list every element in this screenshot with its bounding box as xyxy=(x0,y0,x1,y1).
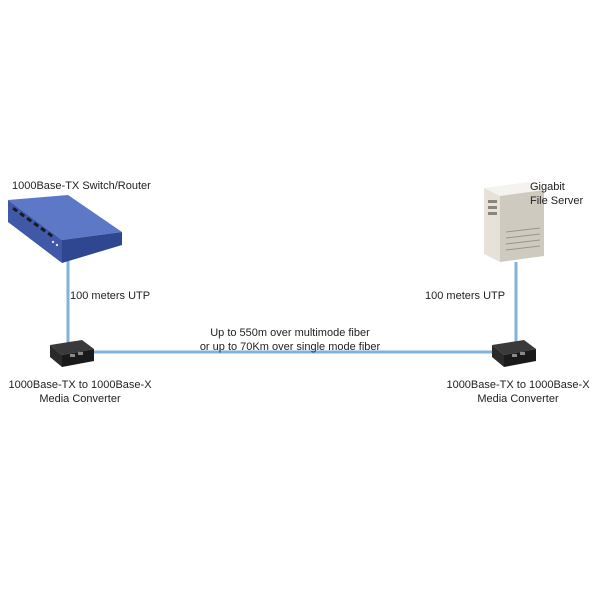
media-converter-icon-right xyxy=(492,340,536,367)
media-converter-icon-left xyxy=(50,340,94,367)
server-label-line1: Gigabit xyxy=(530,181,565,193)
right-converter-label-line2: Media Converter xyxy=(477,393,559,405)
fiber-label-line2: or up to 70Km over single mode fiber xyxy=(199,341,381,353)
left-utp-label: 100 meters UTP xyxy=(70,290,151,302)
left-converter-label-line2: Media Converter xyxy=(39,393,121,405)
right-converter-label-line1: 1000Base-TX to 1000Base-X xyxy=(446,379,590,391)
file-server-icon xyxy=(484,182,544,262)
switch-label: 1000Base-TX Switch/Router xyxy=(12,180,151,192)
switch-router-icon xyxy=(8,195,122,263)
right-utp-label: 100 meters UTP xyxy=(425,290,506,302)
fiber-label-line1: Up to 550m over multimode fiber xyxy=(210,327,370,339)
server-label-line2: File Server xyxy=(530,195,584,207)
left-converter-label-line1: 1000Base-TX to 1000Base-X xyxy=(8,379,152,391)
